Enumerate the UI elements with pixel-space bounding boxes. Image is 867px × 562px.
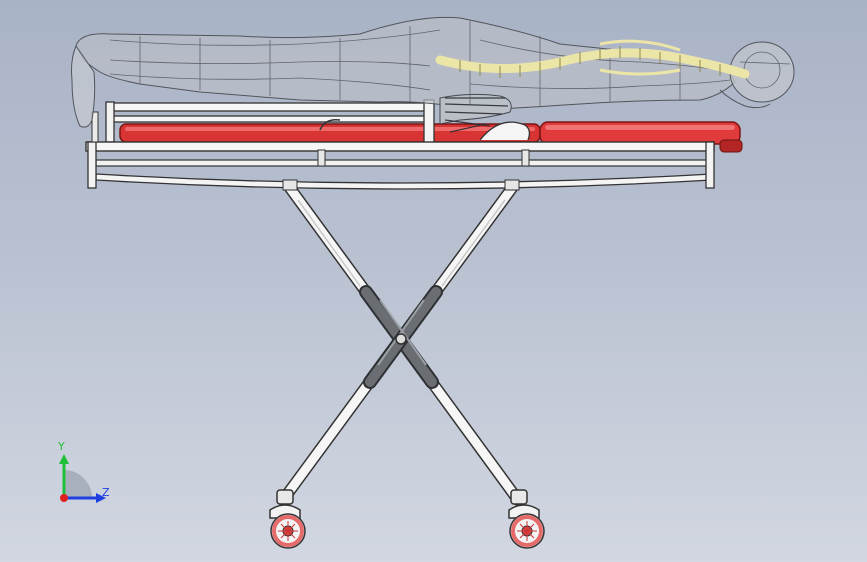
scissor-legs[interactable] bbox=[277, 182, 524, 506]
mesh-lines bbox=[109, 20, 791, 106]
caster-wheel-left[interactable] bbox=[269, 489, 306, 549]
spine-vertebrae bbox=[459, 46, 721, 78]
axis-triad: Y Z bbox=[44, 440, 124, 520]
human-body-model[interactable] bbox=[71, 16, 795, 133]
y-axis-label: Y bbox=[58, 440, 65, 453]
stretcher-frame[interactable] bbox=[85, 99, 715, 191]
z-axis-label: Z bbox=[102, 486, 110, 499]
hand-bones bbox=[444, 97, 509, 133]
axis-triad-graphic bbox=[59, 454, 106, 503]
pivot-bolt bbox=[395, 333, 407, 345]
x-axis-dot bbox=[60, 494, 68, 502]
caster-wheel-right[interactable] bbox=[508, 489, 545, 549]
